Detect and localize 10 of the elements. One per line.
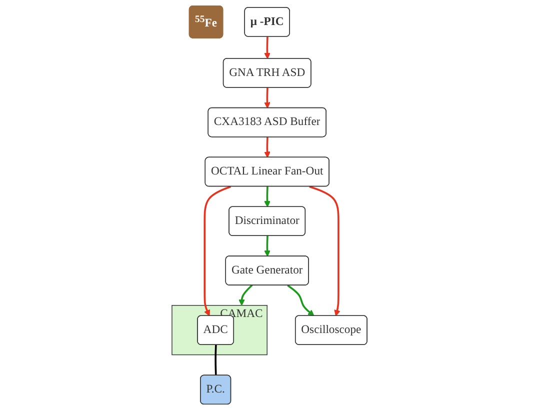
arrow xyxy=(264,88,270,108)
arrow xyxy=(287,284,314,316)
arrow xyxy=(238,284,253,306)
arrow xyxy=(264,186,270,208)
arrow xyxy=(264,137,270,158)
connector xyxy=(214,344,217,376)
arrow xyxy=(264,36,270,60)
arrow xyxy=(264,236,270,257)
arrow xyxy=(204,186,232,316)
arrow xyxy=(309,186,340,316)
